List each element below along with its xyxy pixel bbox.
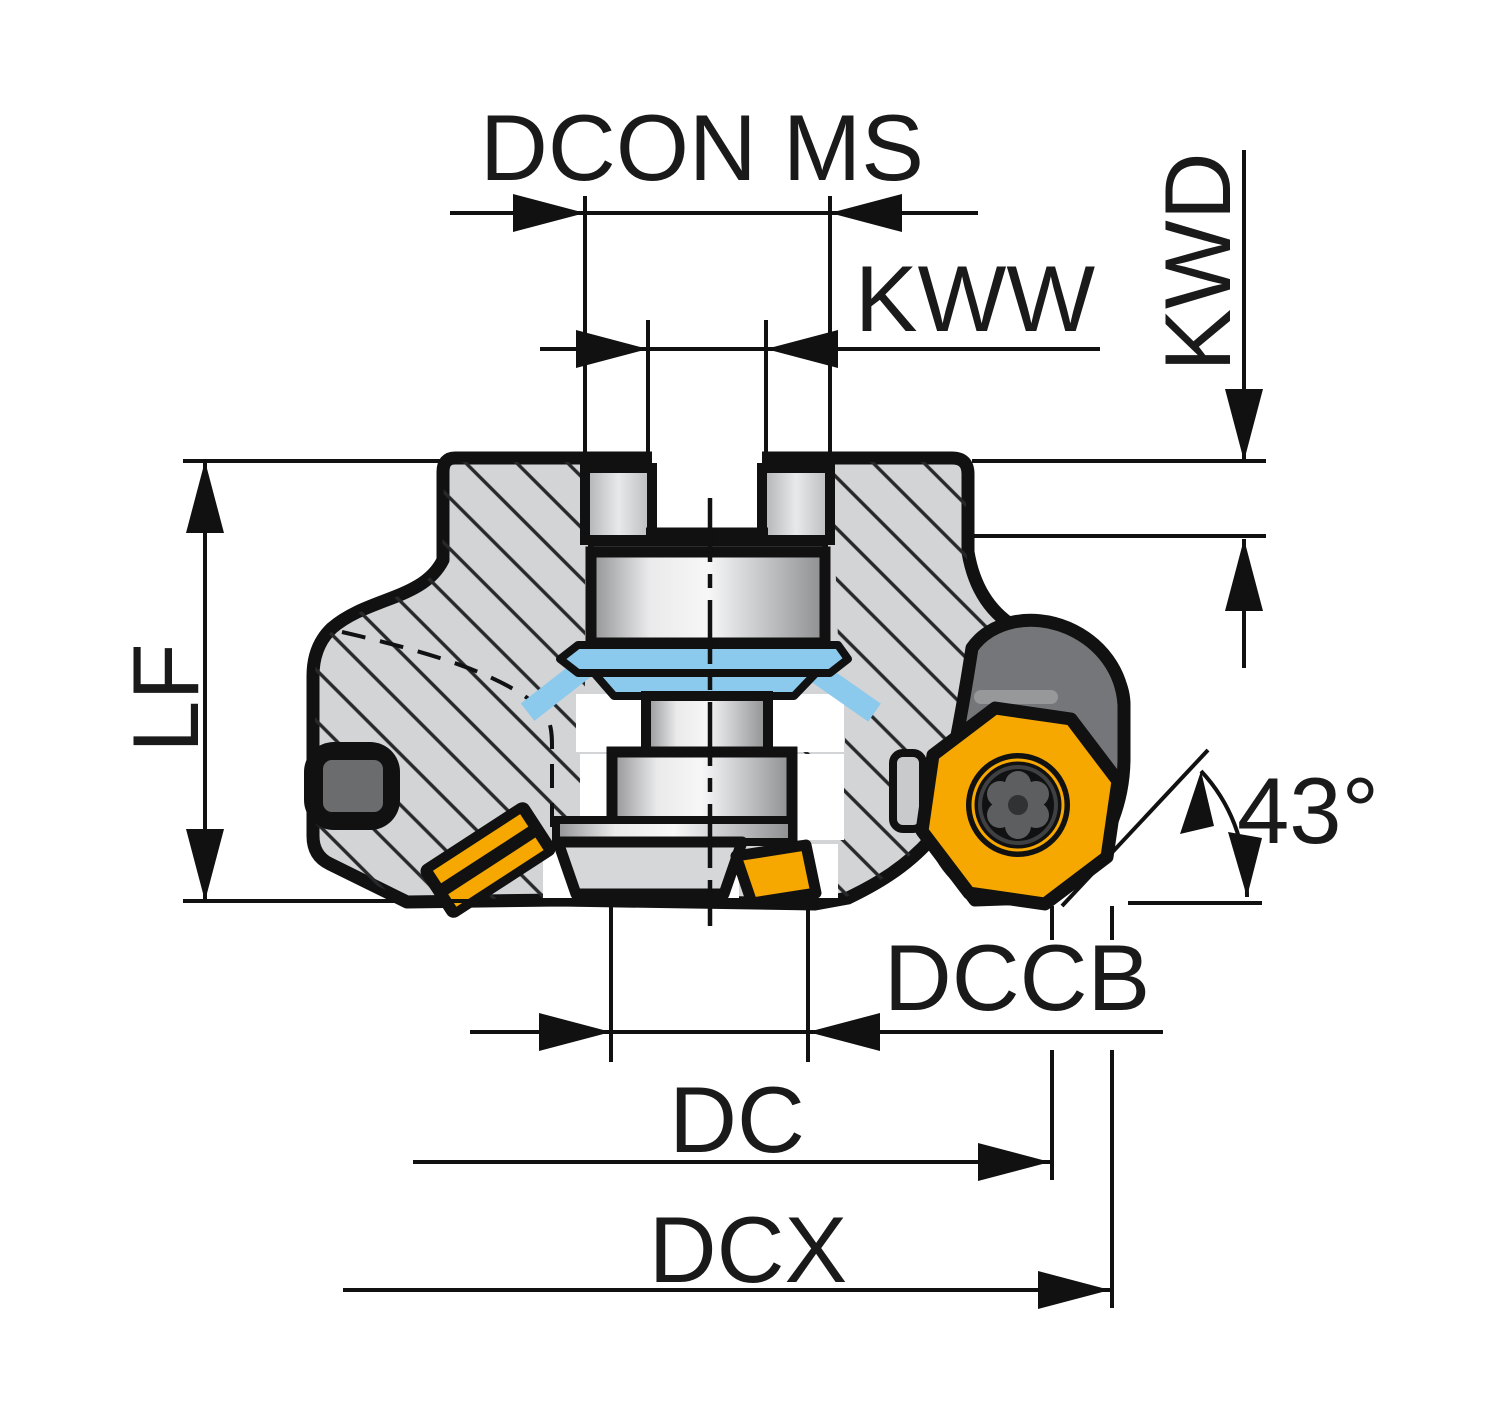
dim-kwd — [966, 150, 1266, 668]
bore-wall-left — [580, 463, 657, 545]
label-angle: 43° — [1237, 758, 1379, 863]
dim-kww — [540, 320, 1100, 470]
dim-angle — [1060, 748, 1262, 908]
gap — [794, 754, 844, 840]
label-dcon-ms: DCON MS — [480, 95, 924, 200]
counterbore-gap-right — [770, 694, 844, 752]
label-dcx: DCX — [649, 1197, 847, 1302]
clamping-screw-assembly — [520, 498, 881, 926]
bottom-seat — [552, 836, 748, 900]
side-lock-screw — [304, 742, 400, 830]
label-kwd: KWD — [1145, 152, 1250, 371]
dim-dccb — [470, 902, 1163, 1062]
coolant-washer-lower — [590, 669, 820, 700]
screw-shaft — [641, 691, 773, 757]
dim-lf — [183, 459, 470, 903]
insert-left-edge-view — [420, 802, 556, 918]
pocket-seam — [974, 690, 1058, 704]
coolant-washer-upper — [556, 641, 852, 677]
insert-bottom-right — [730, 839, 822, 909]
keyway-slot-opening — [652, 444, 762, 530]
octagonal-insert — [915, 701, 1125, 911]
torx-screw-icon — [966, 753, 1070, 857]
hatch-right — [795, 462, 1052, 904]
coolant-nozzle-right — [809, 662, 881, 722]
dimension-labels: DCON MS KWW KWD LF 43° DCCB DC DCX — [113, 95, 1379, 1302]
dimensions — [183, 150, 1266, 1309]
dim-dcx — [343, 906, 1114, 1309]
bore-wall-right — [757, 463, 835, 545]
label-lf: LF — [113, 643, 218, 753]
hidden-bore-dashed-line — [341, 630, 554, 852]
label-kww: KWW — [855, 246, 1095, 351]
dim-dc — [413, 906, 1054, 1181]
counterbore-gap-left — [576, 694, 644, 752]
dim-dcon-ms — [450, 194, 978, 460]
label-dccb: DCCB — [884, 925, 1150, 1030]
label-dc: DC — [669, 1067, 805, 1172]
